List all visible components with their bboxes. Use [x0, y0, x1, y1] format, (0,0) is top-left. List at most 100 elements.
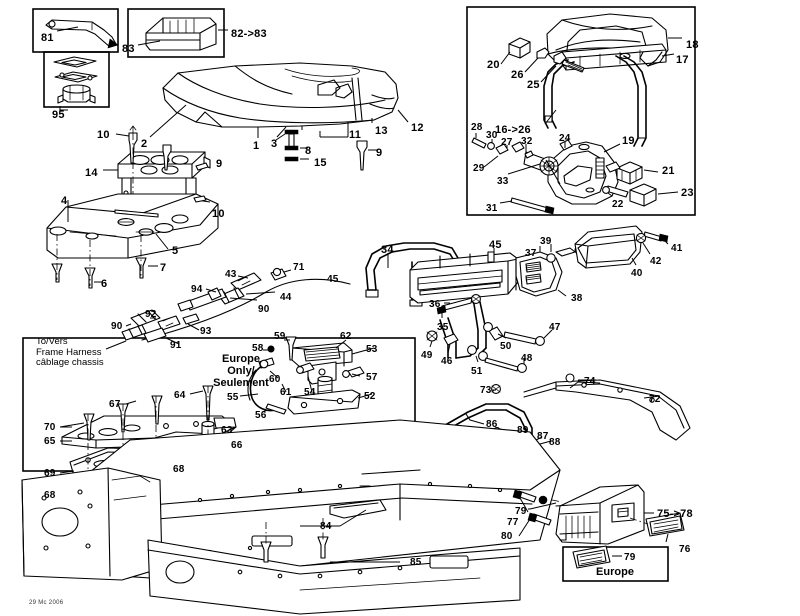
part-41-42-bolt — [635, 231, 669, 244]
callout-70: 70 — [44, 422, 56, 433]
part-75-78-taillight — [555, 484, 645, 545]
callout-25: 25 — [527, 79, 540, 91]
callout-37: 37 — [525, 248, 537, 259]
callout-91: 91 — [170, 340, 182, 351]
callout-7: 7 — [160, 262, 167, 274]
callout-68-b: 68 — [44, 490, 56, 501]
callout-76: 76 — [679, 544, 691, 555]
callout-47: 47 — [549, 322, 561, 333]
callout-82-83: 82->83 — [231, 28, 267, 40]
callout-30: 30 — [486, 130, 498, 141]
callout-63: 63 — [221, 425, 233, 436]
callout-34: 34 — [381, 244, 394, 256]
callout-87: 87 — [537, 431, 549, 442]
callout-33: 33 — [497, 176, 509, 187]
callout-88: 88 — [549, 437, 561, 448]
callout-13: 13 — [375, 125, 388, 137]
callout-31: 31 — [486, 203, 498, 214]
callout-28: 28 — [471, 122, 483, 133]
callout-45-b: 45 — [327, 274, 339, 285]
part-90-93-connectors — [121, 309, 200, 343]
callout-19: 19 — [622, 135, 635, 147]
callout-38: 38 — [571, 293, 583, 304]
callout-65: 65 — [44, 436, 56, 447]
callout-42: 42 — [650, 256, 662, 267]
callout-54: 54 — [304, 387, 316, 398]
part-20-26-25-bolt — [508, 37, 585, 73]
part-47-50-bolt — [483, 322, 545, 346]
callout-10-mid: 10 — [212, 208, 225, 220]
callout-40: 40 — [631, 268, 643, 279]
callout-39: 39 — [540, 236, 552, 247]
part-19-shroud — [547, 141, 619, 205]
part-81-tool — [45, 19, 119, 49]
callout-79-b: 79 — [624, 552, 636, 563]
callout-73: 73 — [480, 385, 492, 396]
callout-32: 32 — [521, 136, 533, 147]
callout-23: 23 — [681, 187, 694, 199]
europe-label: Europe — [596, 566, 634, 578]
chassis-side-panel — [21, 467, 163, 581]
part-43-44-71-connectors — [141, 267, 351, 341]
callout-79-a: 79 — [515, 506, 527, 517]
callout-27: 27 — [501, 137, 513, 148]
callout-16-26: 16->26 — [495, 124, 531, 136]
callout-84: 84 — [320, 521, 332, 532]
callout-8: 8 — [305, 145, 312, 157]
callout-12: 12 — [411, 122, 424, 134]
callout-1: 1 — [253, 140, 260, 152]
callout-58: 58 — [252, 343, 264, 354]
callout-43: 43 — [225, 269, 237, 280]
part-95-cap-assembly — [53, 56, 98, 104]
callout-51: 51 — [471, 366, 483, 377]
callout-20: 20 — [487, 59, 500, 71]
part-72-fender — [555, 379, 691, 441]
callout-17: 17 — [676, 54, 689, 66]
callout-36: 36 — [429, 299, 441, 310]
callout-14: 14 — [85, 167, 98, 179]
callout-48: 48 — [521, 353, 533, 364]
callout-4: 4 — [61, 195, 68, 207]
diagram-footer-date: 29 Mc 2006 — [29, 600, 64, 606]
callout-68-a: 68 — [173, 464, 185, 475]
callout-41: 41 — [671, 243, 683, 254]
part-79-europe-reflector — [572, 545, 611, 569]
callout-74: 74 — [584, 376, 596, 387]
callout-85: 85 — [410, 557, 422, 568]
chassis-bottom-panel — [147, 539, 521, 615]
callout-11: 11 — [349, 129, 362, 141]
part-35-36-bolt — [436, 294, 481, 315]
callout-75-78: 75->78 — [657, 508, 693, 520]
part-85-screws — [260, 536, 329, 563]
callout-22: 22 — [612, 199, 624, 210]
callout-9-mid: 9 — [216, 158, 223, 170]
callout-56: 56 — [255, 410, 267, 421]
callout-86: 86 — [486, 419, 498, 430]
part-82-83-cushion — [145, 17, 217, 51]
callout-59: 59 — [274, 331, 286, 342]
callout-5: 5 — [172, 245, 179, 257]
callout-77: 77 — [507, 517, 519, 528]
part-31-bolt — [510, 197, 555, 215]
callout-49: 49 — [421, 350, 433, 361]
callout-10-top: 10 — [97, 129, 110, 141]
callout-18: 18 — [686, 39, 699, 51]
callout-69: 69 — [44, 468, 56, 479]
frame-harness-note: To/Vers Frame Harness câblage chassis — [36, 336, 104, 368]
callout-62: 62 — [340, 331, 352, 342]
part-40-backrest-pad — [574, 225, 643, 269]
part-9-rivet-right — [356, 140, 368, 171]
part-46-49-51-nuts — [426, 330, 527, 373]
callout-45-a: 45 — [489, 239, 502, 251]
callout-81: 81 — [41, 32, 54, 44]
callout-80: 80 — [501, 531, 513, 542]
callout-24: 24 — [559, 133, 571, 144]
callout-50: 50 — [500, 341, 512, 352]
callout-90-b: 90 — [111, 321, 123, 332]
part-21-23-22-nuts — [602, 161, 657, 207]
callout-94: 94 — [191, 284, 203, 295]
callout-60: 60 — [269, 374, 281, 385]
part-3-fastener — [284, 129, 299, 162]
